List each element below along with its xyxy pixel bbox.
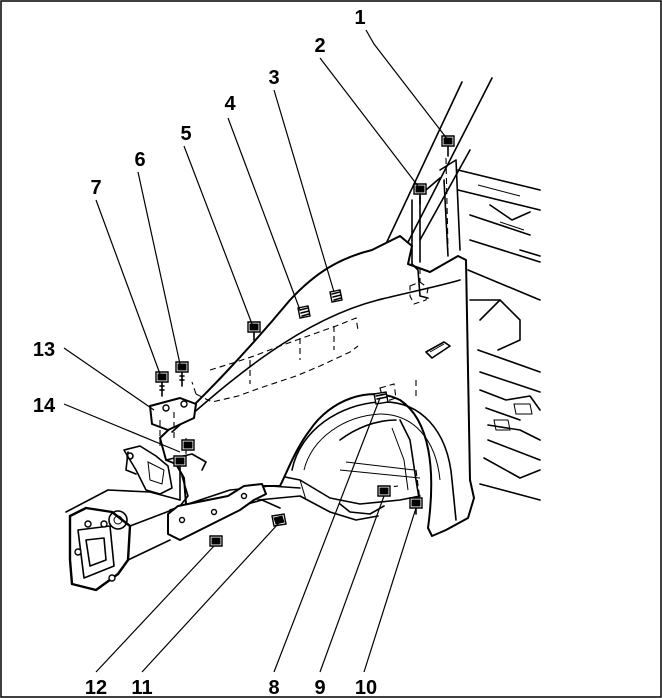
bolt-9-icon <box>377 485 391 497</box>
clip-4-icon <box>297 305 311 319</box>
callout-13: 13 <box>33 339 55 361</box>
callout-2: 2 <box>314 35 325 57</box>
bolt-11-icon <box>271 513 287 527</box>
callout-9: 9 <box>314 677 325 698</box>
bolt-6-icon <box>175 361 189 387</box>
bolt-14-icon <box>173 455 187 501</box>
callout-14: 14 <box>33 395 56 417</box>
clip-3-icon <box>329 289 343 303</box>
callout-5: 5 <box>180 123 191 145</box>
bolt-13-icon <box>181 439 195 451</box>
callout-7: 7 <box>90 177 101 199</box>
bolt-1-icon <box>441 135 455 157</box>
callout-1: 1 <box>354 7 365 29</box>
bolt-2-icon <box>413 183 427 205</box>
callout-8: 8 <box>268 677 279 698</box>
body-structure <box>65 77 541 592</box>
callout-4: 4 <box>224 93 236 115</box>
hidden-flanges <box>159 157 449 501</box>
clip-8-icon <box>373 391 389 405</box>
bolt-10-icon <box>409 497 423 515</box>
callout-labels: 1 2 3 4 5 6 7 13 14 12 11 8 9 10 <box>33 7 377 698</box>
bolt-12-icon <box>209 535 223 547</box>
callout-3: 3 <box>268 67 279 89</box>
callout-12: 12 <box>85 677 107 698</box>
callout-11: 11 <box>131 677 152 698</box>
callout-10: 10 <box>355 677 377 698</box>
bolt-7-icon <box>155 371 169 397</box>
callout-6: 6 <box>134 149 145 171</box>
bolt-5-icon <box>247 321 261 341</box>
fasteners <box>155 135 455 547</box>
fender-panel <box>149 159 475 541</box>
leader-lines <box>63 29 449 673</box>
